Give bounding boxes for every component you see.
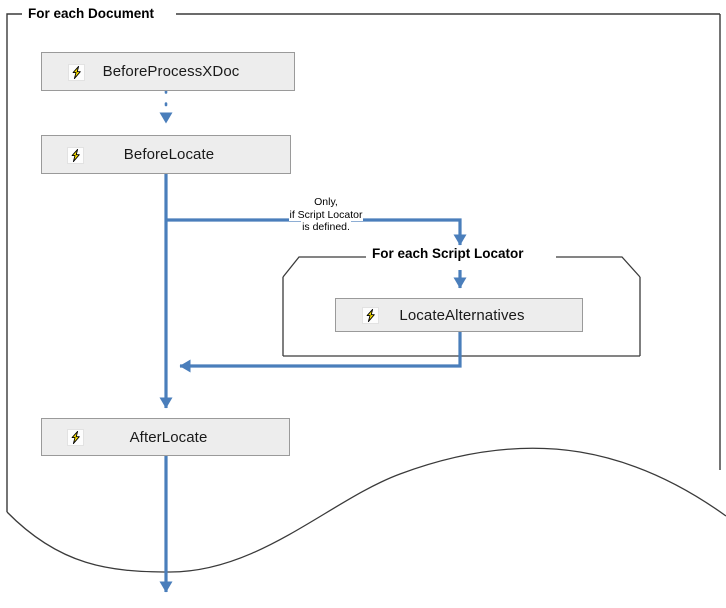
lightning-bolt-icon — [67, 147, 84, 164]
node-after-locate[interactable]: AfterLocate — [41, 418, 290, 456]
node-label: LocateAlternatives — [399, 306, 525, 324]
node-label: BeforeProcessXDoc — [102, 63, 240, 80]
edge-condition-line-1: Only, — [313, 196, 339, 209]
node-before-locate[interactable]: BeforeLocate — [41, 135, 291, 174]
lightning-bolt-icon — [362, 307, 379, 324]
group-label-for-each-document: For each Document — [22, 6, 161, 21]
edge-condition-annotation: Only, if Script Locator is defined. — [268, 196, 384, 234]
edge-condition-line-3: is defined. — [301, 221, 351, 234]
node-label: BeforeLocate — [123, 146, 215, 163]
group-frame-document — [6, 13, 726, 573]
node-locate-alternatives[interactable]: LocateAlternatives — [335, 298, 583, 332]
group-label-for-each-script-locator: For each Script Locator — [366, 246, 530, 261]
node-label: AfterLocate — [129, 428, 208, 446]
lightning-bolt-icon — [67, 429, 84, 446]
lightning-bolt-icon — [68, 64, 85, 81]
node-before-process-xdoc[interactable]: BeforeProcessXDoc — [41, 52, 295, 91]
connector-locate-alternatives-return — [179, 332, 462, 373]
edge-condition-line-2: if Script Locator — [288, 208, 364, 221]
